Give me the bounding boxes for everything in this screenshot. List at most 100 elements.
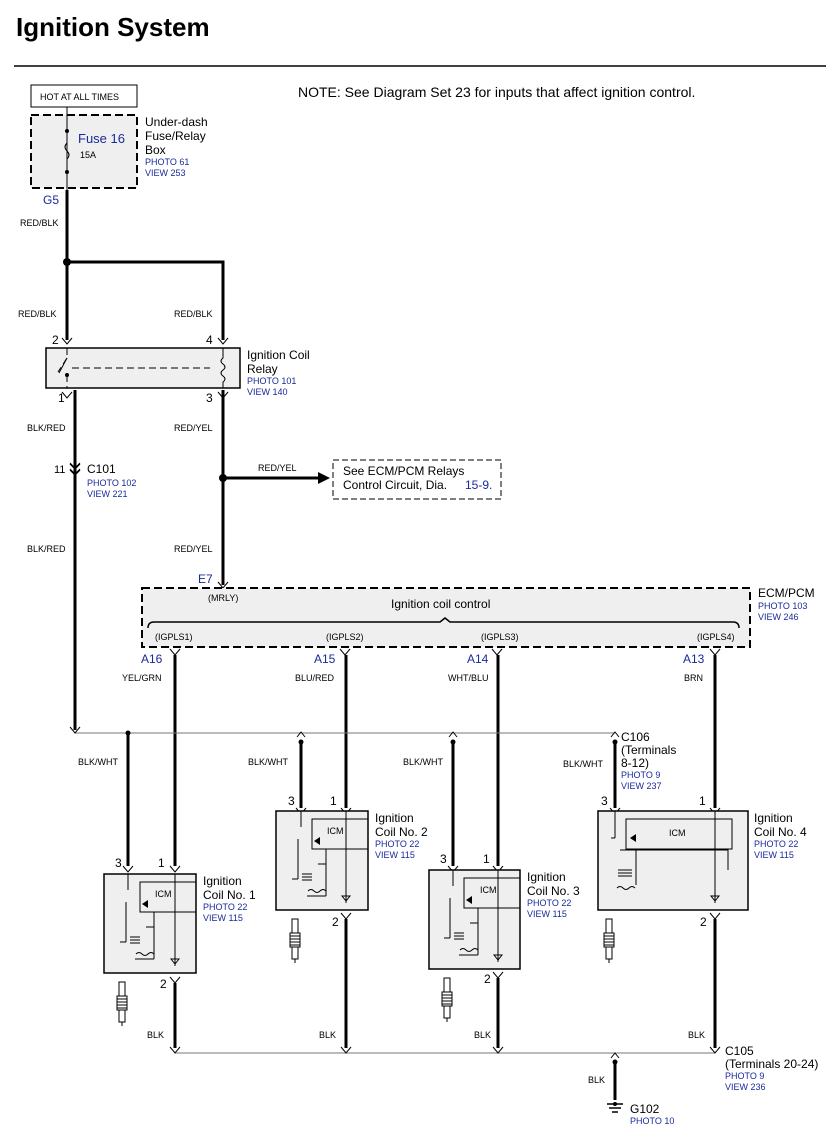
page-title: Ignition System <box>16 12 210 42</box>
relay-name-1: Ignition Coil <box>247 348 310 362</box>
ecm-ignition-coil-control: Ignition coil control <box>391 597 490 611</box>
ecm-pin-a15[interactable]: A15 <box>314 652 336 666</box>
note-suffix: 23 for inputs that affect ignition contr… <box>451 84 695 100</box>
coil-2-view[interactable]: VIEW 115 <box>375 850 415 860</box>
relay-view[interactable]: VIEW 140 <box>247 387 288 397</box>
wire-label-blk-5: BLK <box>588 1075 605 1085</box>
coil-1-photo[interactable]: PHOTO 22 <box>203 902 247 912</box>
coil-4-pin-2: 2 <box>700 915 707 929</box>
relay-photo[interactable]: PHOTO 101 <box>247 376 296 386</box>
coil-1-view[interactable]: VIEW 115 <box>203 913 243 923</box>
wire-label-blk-red-1: BLK/RED <box>27 423 66 433</box>
wire-label-red-blk-3: RED/BLK <box>174 309 213 319</box>
c105-view[interactable]: VIEW 236 <box>725 1082 766 1092</box>
ignition-coil-3: 3 1 ICM 2 Ignition Coil No. 3 PHOTO 22 V… <box>428 852 580 1023</box>
coil-3-photo[interactable]: PHOTO 22 <box>527 898 571 908</box>
fuse-box-name-3: Box <box>145 143 166 157</box>
wire-label-wht-blu: WHT/BLU <box>448 673 489 683</box>
ecm-ref-dia-link[interactable]: 15-9. <box>465 478 492 492</box>
ecm-view[interactable]: VIEW 246 <box>758 612 799 622</box>
fuse-box-photo[interactable]: PHOTO 61 <box>145 157 189 167</box>
c106-view[interactable]: VIEW 237 <box>621 781 662 791</box>
coil-3-pin-2: 2 <box>484 972 491 986</box>
fuse-box-name-2: Fuse/Relay <box>145 129 206 143</box>
coil-4-icm: ICM <box>669 828 686 838</box>
wire-label-blk-wht-2: BLK/WHT <box>248 757 289 767</box>
wire-label-blk-wht-3: BLK/WHT <box>403 757 444 767</box>
wire-label-blk-wht-1: BLK/WHT <box>78 757 119 767</box>
ecm-igpls3: (IGPLS3) <box>481 632 519 642</box>
note-text: NOTE: See Diagram Set 23 for inputs that… <box>298 84 695 100</box>
relay-pin-3: 3 <box>206 391 213 405</box>
ecm-mrly: (MRLY) <box>208 593 238 603</box>
wire-label-red-blk-1: RED/BLK <box>20 218 59 228</box>
fuse-box-view[interactable]: VIEW 253 <box>145 168 186 178</box>
coil-2-name-1: Ignition <box>375 811 414 825</box>
coil-3-pin-3: 3 <box>440 852 447 866</box>
note-prefix: NOTE: See <box>298 84 373 100</box>
splice-dot <box>63 258 71 266</box>
wire-label-blu-red: BLU/RED <box>295 673 335 683</box>
coil-3-pin-1: 1 <box>483 852 490 866</box>
c101-view[interactable]: VIEW 221 <box>87 489 128 499</box>
wire-label-brn: BRN <box>684 673 703 683</box>
c101-name[interactable]: C101 <box>87 462 116 476</box>
coil-1-pin-2: 2 <box>160 977 167 991</box>
spark-plug-2-icon <box>289 918 301 964</box>
coil-2-pin-3: 3 <box>288 794 295 808</box>
spark-plug-4-icon <box>603 918 615 964</box>
fuse-box-name-1: Under-dash <box>145 115 208 129</box>
ecm-pin-e7[interactable]: E7 <box>198 572 213 586</box>
g102-name[interactable]: G102 <box>630 1102 660 1116</box>
fuse-amp-label: 15A <box>80 150 96 160</box>
red-blk-branch-wire <box>67 260 225 340</box>
wire-label-red-yel-2: RED/YEL <box>258 463 297 473</box>
diagram-set-link[interactable]: Diagram Set <box>373 84 451 100</box>
g102-photo[interactable]: PHOTO 10 <box>630 1116 674 1126</box>
coil-3-icm: ICM <box>480 885 497 895</box>
wire-label-blk-3: BLK <box>474 1030 491 1040</box>
coil-2-photo[interactable]: PHOTO 22 <box>375 839 419 849</box>
relay-pin-4: 4 <box>206 333 213 347</box>
ecm-pcm-box <box>141 587 751 648</box>
ecm-pin-a14[interactable]: A14 <box>467 652 489 666</box>
ecm-pin-a16[interactable]: A16 <box>141 652 163 666</box>
coil-4-name-1: Ignition <box>754 811 793 825</box>
c105-name[interactable]: C105 <box>725 1044 754 1058</box>
hot-at-all-times-label: HOT AT ALL TIMES <box>40 92 119 102</box>
c106-sub-1: (Terminals <box>621 743 676 757</box>
g5-connector[interactable]: G5 <box>43 193 59 207</box>
spark-plug-3-icon <box>441 977 453 1023</box>
coil-4-name-2: Coil No. 4 <box>754 825 807 839</box>
ground-icon <box>607 1102 623 1113</box>
ecm-igpls4: (IGPLS4) <box>697 632 735 642</box>
ecm-photo[interactable]: PHOTO 103 <box>758 601 807 611</box>
ecm-ref-line-2: Control Circuit, Dia. <box>343 478 447 492</box>
c106-photo[interactable]: PHOTO 9 <box>621 770 660 780</box>
ecm-igpls2: (IGPLS2) <box>326 632 364 642</box>
coil-4-pin-1: 1 <box>699 794 706 808</box>
coil-4-photo[interactable]: PHOTO 22 <box>754 839 798 849</box>
coil-1-name-2: Coil No. 1 <box>203 888 256 902</box>
ignition-coil-4: 3 1 ICM 2 Ignition Coil No. 4 PHOTO 22 V… <box>597 794 807 964</box>
coil-3-view[interactable]: VIEW 115 <box>527 909 567 919</box>
coil-4-view[interactable]: VIEW 115 <box>754 850 794 860</box>
coil-1-name-1: Ignition <box>203 874 242 888</box>
fuse-16-label[interactable]: Fuse 16 <box>78 131 125 146</box>
ecm-pin-a13[interactable]: A13 <box>683 652 705 666</box>
coil-1-icm: ICM <box>155 889 172 899</box>
ecm-relay-reference-box <box>332 459 502 500</box>
c101-photo[interactable]: PHOTO 102 <box>87 478 136 488</box>
coil-2-icm: ICM <box>327 826 344 836</box>
wire-label-red-yel-1: RED/YEL <box>174 423 213 433</box>
relay-name-2: Relay <box>247 362 278 376</box>
fuse-relay-box <box>30 114 138 189</box>
relay-pin-1: 1 <box>58 391 65 405</box>
c105-photo[interactable]: PHOTO 9 <box>725 1071 764 1081</box>
c106-name[interactable]: C106 <box>621 730 650 744</box>
relay-pin-2: 2 <box>52 333 59 347</box>
ecm-ref-line-1: See ECM/PCM Relays <box>343 464 464 478</box>
spark-plug-1-icon <box>116 981 128 1027</box>
ignition-coil-2: 3 1 ICM 2 Ignition Coil No. 2 PHOTO 22 V… <box>275 794 428 964</box>
